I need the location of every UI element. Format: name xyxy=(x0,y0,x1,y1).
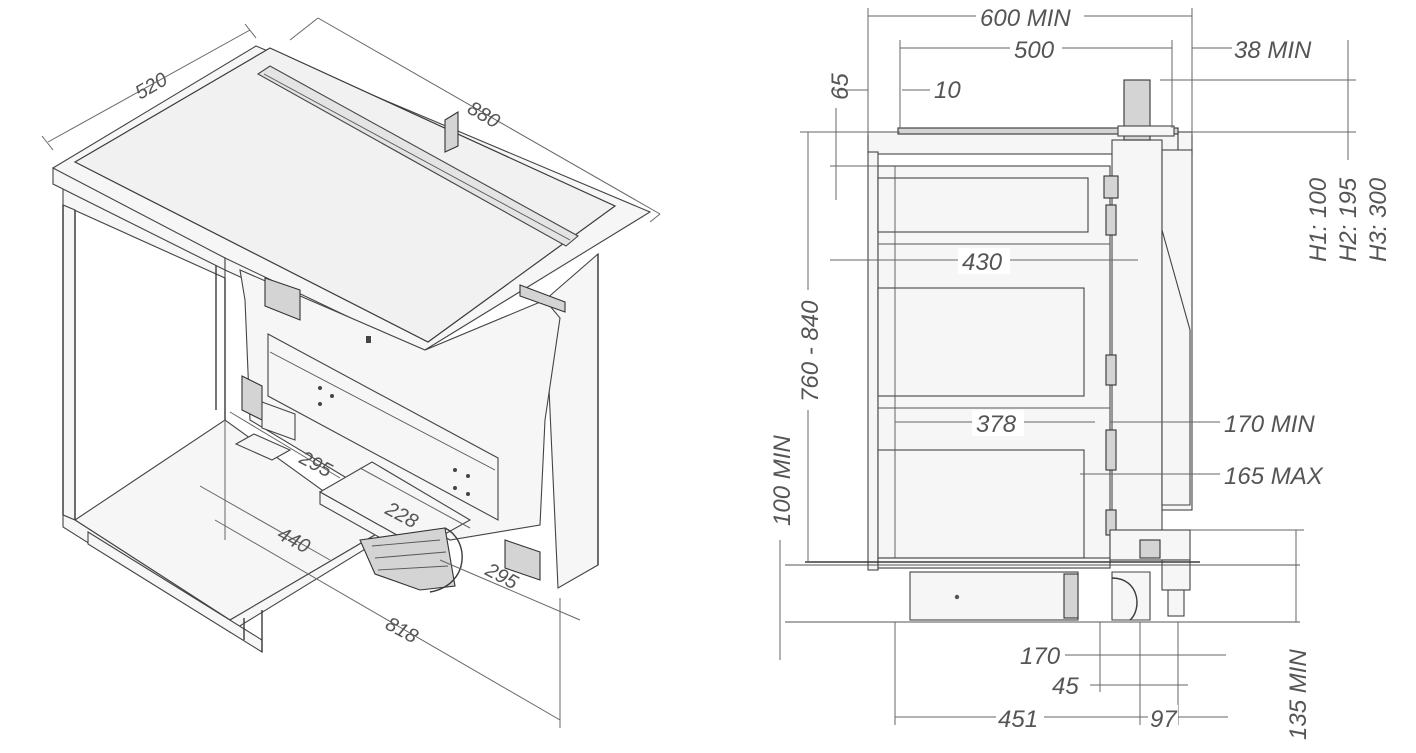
dim-170-min: 170 MIN xyxy=(1224,411,1315,438)
dim-38-min: 38 MIN xyxy=(1234,37,1312,64)
side-extractor xyxy=(1103,79,1193,561)
dim-97: 97 xyxy=(1150,706,1178,733)
dim-430: 430 xyxy=(962,249,1003,276)
dim-10: 10 xyxy=(934,77,961,104)
dim-760-840: 760 - 840 xyxy=(797,300,824,402)
dim-135-min: 135 MIN xyxy=(1285,649,1312,740)
isometric-view: 520 880 295 228 440 295 818 xyxy=(41,17,661,728)
dim-818: 818 xyxy=(382,613,422,648)
cabinet-body xyxy=(62,184,599,653)
side-worktop xyxy=(867,127,1193,155)
worktop xyxy=(51,45,652,360)
dim-520: 520 xyxy=(132,69,172,105)
dim-880: 880 xyxy=(464,97,504,133)
isometric-dimensions xyxy=(41,17,661,728)
dim-65: 65 xyxy=(827,73,854,100)
dim-45: 45 xyxy=(1052,673,1079,700)
dim-170: 170 xyxy=(1020,643,1061,670)
dim-451: 451 xyxy=(998,706,1038,733)
dim-378: 378 xyxy=(976,411,1017,438)
side-view: 600 MIN 500 38 MIN 65 10 430 760 - 840 3… xyxy=(766,4,1392,740)
side-duct xyxy=(909,539,1191,621)
height-h1: H1: 100 xyxy=(1305,177,1332,262)
extractor-unit xyxy=(234,269,566,581)
dim-500: 500 xyxy=(1014,37,1055,64)
dim-600-min: 600 MIN xyxy=(980,5,1071,32)
dim-165-max: 165 MAX xyxy=(1224,463,1324,490)
dim-100-min: 100 MIN xyxy=(769,435,796,526)
side-labels: 600 MIN 500 38 MIN 65 10 430 760 - 840 3… xyxy=(766,4,1392,740)
height-h3: H3: 300 xyxy=(1365,177,1392,262)
duct-motor xyxy=(318,461,472,593)
side-cabinet xyxy=(867,151,1111,571)
height-h2: H2: 195 xyxy=(1335,177,1362,262)
